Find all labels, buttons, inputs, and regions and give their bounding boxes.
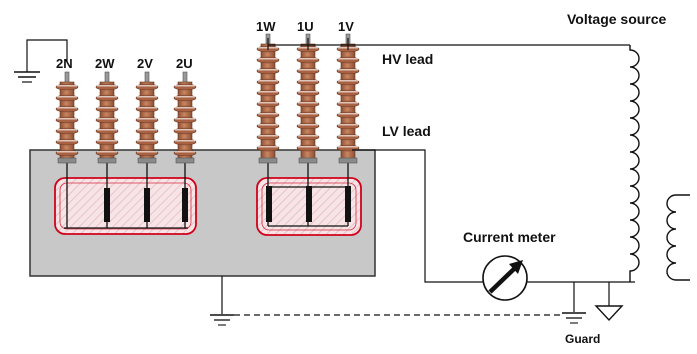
lv-coil-2u xyxy=(182,188,188,222)
neutral-ground-symbol xyxy=(14,71,40,83)
voltage-source-label: Voltage source xyxy=(567,11,667,27)
lv-lead-wire xyxy=(352,149,488,283)
bushing-label-2n: 2N xyxy=(56,56,73,71)
hv-lead-label: HV lead xyxy=(382,51,434,67)
bushing-label-2v: 2V xyxy=(137,56,153,71)
hv-winding-box-inner xyxy=(261,182,357,231)
guard-ground-symbol xyxy=(562,312,586,324)
hv-coil-1w xyxy=(266,186,272,222)
bushings-group xyxy=(55,33,360,164)
bushing-2u xyxy=(173,71,197,164)
bushing-label-1w: 1W xyxy=(256,19,276,34)
bushing-1v xyxy=(336,33,360,164)
lv-lead-label: LV lead xyxy=(382,123,431,139)
bushing-2v xyxy=(135,71,159,164)
current-meter xyxy=(482,255,528,301)
current-meter-label: Current meter xyxy=(463,229,556,245)
hv-coil-1v xyxy=(345,186,351,222)
voltage-source-coil xyxy=(629,45,640,282)
bushing-label-1u: 1U xyxy=(297,19,314,34)
lv-winding-box xyxy=(54,177,197,235)
bushing-label-2u: 2U xyxy=(176,56,193,71)
lv-coil-2v xyxy=(144,188,150,222)
bushing-1u xyxy=(296,33,320,164)
bushing-label-2w: 2W xyxy=(95,56,115,71)
guard-label: Guard xyxy=(565,332,601,346)
supply-coil xyxy=(666,194,690,281)
bushing-label-1v: 1V xyxy=(338,19,354,34)
bushing-1w xyxy=(256,33,280,164)
tank-ground-symbol xyxy=(210,314,234,326)
bushing-2n xyxy=(55,71,79,164)
hv-coil-1u xyxy=(306,186,312,222)
lv-winding-box-inner xyxy=(59,182,192,230)
bushing-2w xyxy=(95,71,119,164)
lv-coil-2w xyxy=(104,188,110,222)
source-ground-symbol xyxy=(594,305,624,322)
neutral-ground-wire xyxy=(26,39,68,72)
